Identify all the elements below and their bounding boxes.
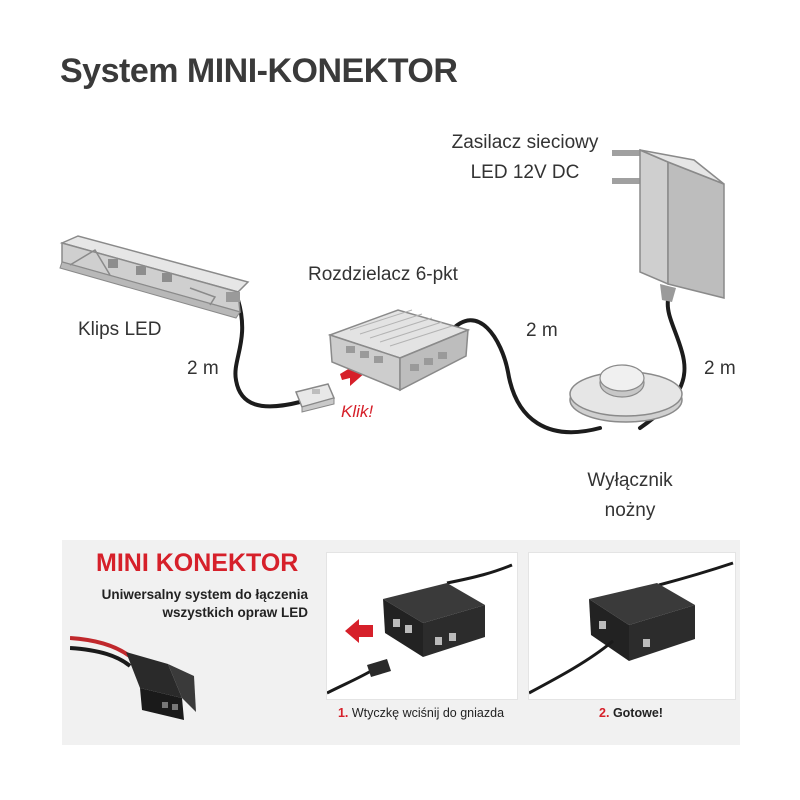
length-label-clip: 2 m: [187, 358, 219, 379]
step-1-photo: [326, 552, 518, 700]
klik-label: Klik!: [341, 402, 374, 421]
step-2-number: 2.: [599, 706, 610, 720]
switch-label: Wyłącznik nożny: [560, 466, 700, 526]
step-1-number: 1.: [337, 706, 349, 720]
step-2-photo: [528, 552, 736, 700]
switch-label-line2: nożny: [604, 500, 656, 521]
step-1-caption: 1. Wtyczkę wciśnij do gniazda: [326, 706, 516, 720]
power-supply-label-line2: LED 12V DC: [470, 162, 580, 183]
page-title: System MINI-KONEKTOR: [60, 52, 458, 90]
mini-plug-illustration: [294, 383, 336, 413]
mini-konektor-description: Uniwersalny system do łączenia wszystkic…: [70, 586, 308, 622]
mini-konektor-desc-line1: Uniwersalny system do łączenia: [101, 587, 308, 602]
length-label-right: 2 m: [704, 358, 736, 379]
distributor-illustration: [327, 309, 471, 392]
step-1-text: Wtyczkę wciśnij do gniazda: [351, 706, 505, 720]
connection-diagram: [59, 148, 725, 435]
arrow-icon: [340, 360, 366, 386]
power-supply-label-line1: Zasilacz sieciowy: [451, 132, 599, 153]
step-2-text: Gotowe!: [612, 706, 663, 720]
clip-label: Klips LED: [78, 319, 162, 340]
power-supply-illustration: [612, 148, 725, 302]
led-clip-illustration: [59, 235, 250, 319]
foot-switch-illustration: [569, 364, 683, 423]
cable-distributor-switch: [448, 318, 602, 435]
connector-closeup-photo: [70, 636, 196, 720]
distributor-label: Rozdzielacz 6-pkt: [308, 264, 458, 285]
power-supply-label: Zasilacz sieciowy LED 12V DC: [430, 128, 620, 188]
step-2-caption: 2. Gotowe!: [528, 706, 734, 720]
mini-konektor-desc-line2: wszystkich opraw LED: [162, 605, 308, 620]
cable-clip: [233, 298, 302, 409]
mini-konektor-title: MINI KONEKTOR: [96, 549, 299, 577]
switch-label-line1: Wyłącznik: [587, 470, 673, 491]
length-label-middle: 2 m: [526, 320, 558, 341]
